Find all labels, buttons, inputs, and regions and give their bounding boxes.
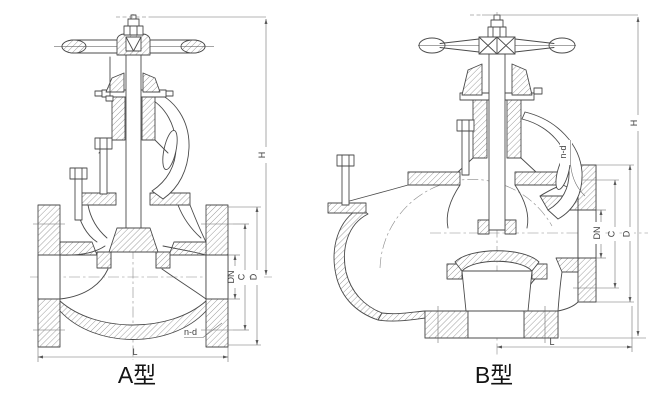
- dim-label-c-a: C: [237, 273, 247, 280]
- handwheel-b: [418, 14, 576, 55]
- stem-a: [125, 54, 142, 229]
- dim-label-dn-a: DN: [226, 271, 236, 284]
- dim-label-dn-b: DN: [592, 227, 602, 240]
- dim-label-nd-b: n-d: [558, 145, 568, 158]
- dim-label-c-b: C: [607, 230, 617, 237]
- dimensions-b: H DN C D L n-d: [482, 14, 646, 352]
- valve-body-a: [33, 192, 233, 348]
- valve-type-a-drawing: H DN C D L n-d: [30, 14, 272, 362]
- figure-title-a: A型: [118, 362, 156, 388]
- dim-label-l-b: L: [549, 337, 554, 347]
- dim-label-nd-a: n-d: [184, 327, 197, 337]
- valve-type-b-drawing: H DN C D L n-d: [327, 12, 648, 355]
- valve-body-b: [327, 164, 601, 343]
- figure-title-b: B型: [475, 362, 513, 388]
- dimensions-a: H DN C D L n-d: [37, 16, 270, 362]
- dim-label-d-a: D: [249, 273, 259, 280]
- dim-label-l-a: L: [132, 347, 137, 357]
- stem-b: [488, 53, 506, 231]
- dim-label-h-b: H: [629, 120, 639, 127]
- bonnet-b: [336, 63, 583, 220]
- dim-label-h-a: H: [257, 152, 267, 159]
- handwheel-a: [54, 14, 214, 56]
- dim-label-d-b: D: [622, 230, 632, 237]
